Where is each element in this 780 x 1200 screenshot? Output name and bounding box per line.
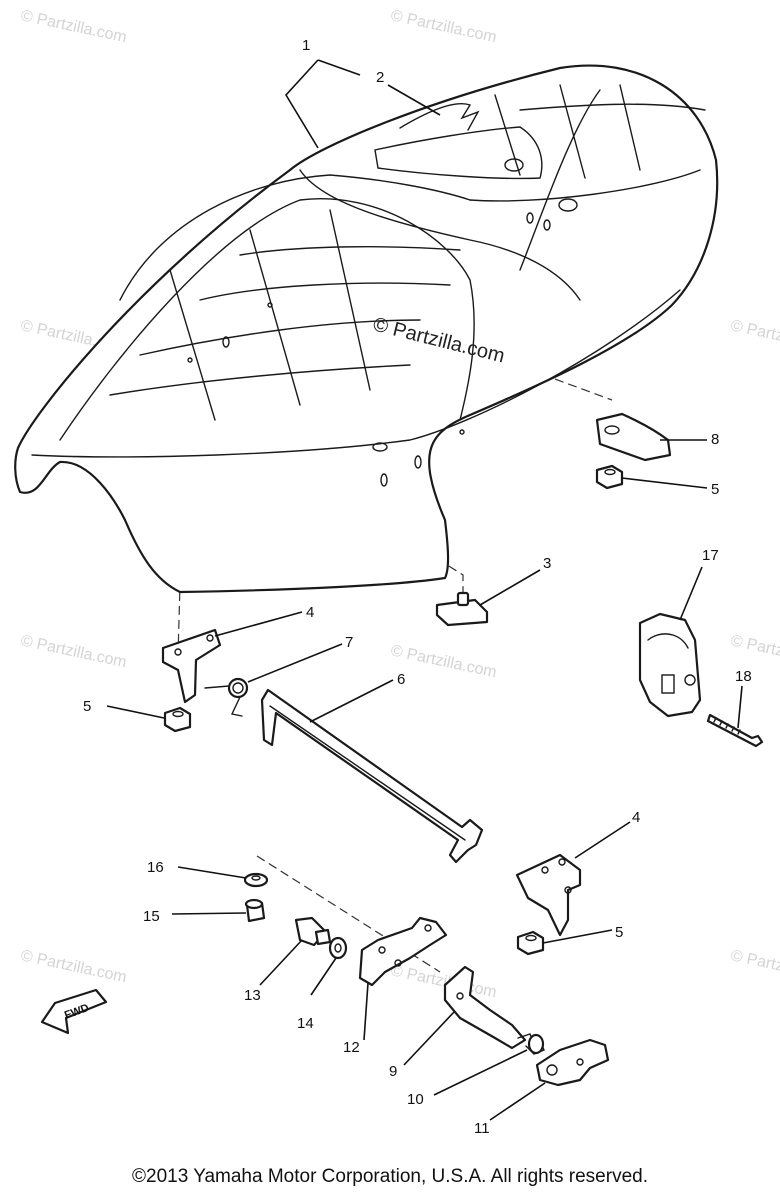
callout-2: 2: [376, 69, 384, 86]
callout-13: 13: [244, 987, 261, 1004]
callout-8: 8: [711, 431, 719, 448]
part-4-bracket-left: [161, 628, 222, 704]
part-10-spring: [517, 1033, 545, 1055]
callout-9: 9: [389, 1063, 397, 1080]
callout-17: 17: [702, 547, 719, 564]
part-15-bolt: [244, 898, 266, 923]
copyright-notice: ©2013 Yamaha Motor Corporation, U.S.A. A…: [132, 1166, 648, 1187]
part-17-lock-housing: [638, 612, 702, 718]
callout-5: 5: [711, 481, 719, 498]
part-7-spring: [204, 677, 249, 717]
fwd-arrow-icon: FWD: [40, 988, 108, 1035]
part-12-bracket: [358, 916, 448, 987]
watermark: © Partzilla.com: [729, 947, 780, 986]
part-3-nut-plate: [435, 591, 489, 627]
nut-5-lower: [516, 930, 545, 956]
callout-10: 10: [407, 1091, 424, 1108]
watermark: © Partzilla.com: [389, 962, 498, 1001]
callout-3: 3: [543, 555, 551, 572]
seat-assembly: [14, 64, 719, 594]
callout-5: 5: [615, 924, 623, 941]
callout-4: 4: [632, 809, 640, 826]
callout-5: 5: [83, 698, 91, 715]
callout-7: 7: [345, 634, 353, 651]
watermark: © Partzilla.com: [19, 7, 128, 46]
callout-4: 4: [306, 604, 314, 621]
part-9-lever: [443, 965, 527, 1050]
callout-16: 16: [147, 859, 164, 876]
seat-body: [14, 64, 719, 594]
leader-lines: [106, 59, 743, 1121]
callout-1: 1: [302, 37, 310, 54]
nut-5-right: [595, 464, 624, 490]
watermark: © Partzilla.com: [19, 632, 128, 671]
part-16-nut: [243, 872, 269, 888]
watermark: © Partzilla.com: [729, 632, 780, 671]
callout-11: 11: [474, 1120, 490, 1137]
part-13-bolt: [294, 916, 332, 947]
watermark: © Partzilla.com: [729, 317, 780, 356]
part-14-washer: [328, 936, 348, 960]
watermark: © Partzilla.com: [19, 947, 128, 986]
callout-6: 6: [397, 671, 405, 688]
callout-18: 18: [735, 668, 752, 685]
part-8-plate: [595, 412, 672, 462]
callout-numbers: 1 2 3 4 4 5 5 5 6 7 8 9 10 11 12 13 14 1…: [83, 37, 752, 1137]
part-6-rod: [260, 688, 484, 864]
watermark: © Partzilla.com: [389, 642, 498, 681]
callout-12: 12: [343, 1039, 360, 1056]
part-11-latch: [535, 1038, 610, 1087]
watermark: © Partzilla.com: [389, 7, 498, 46]
part-18-bolt: [706, 713, 764, 748]
nut-5-left: [163, 706, 192, 733]
callout-15: 15: [143, 908, 160, 925]
part-4-bracket-right: [515, 853, 582, 937]
callout-14: 14: [297, 1015, 314, 1032]
